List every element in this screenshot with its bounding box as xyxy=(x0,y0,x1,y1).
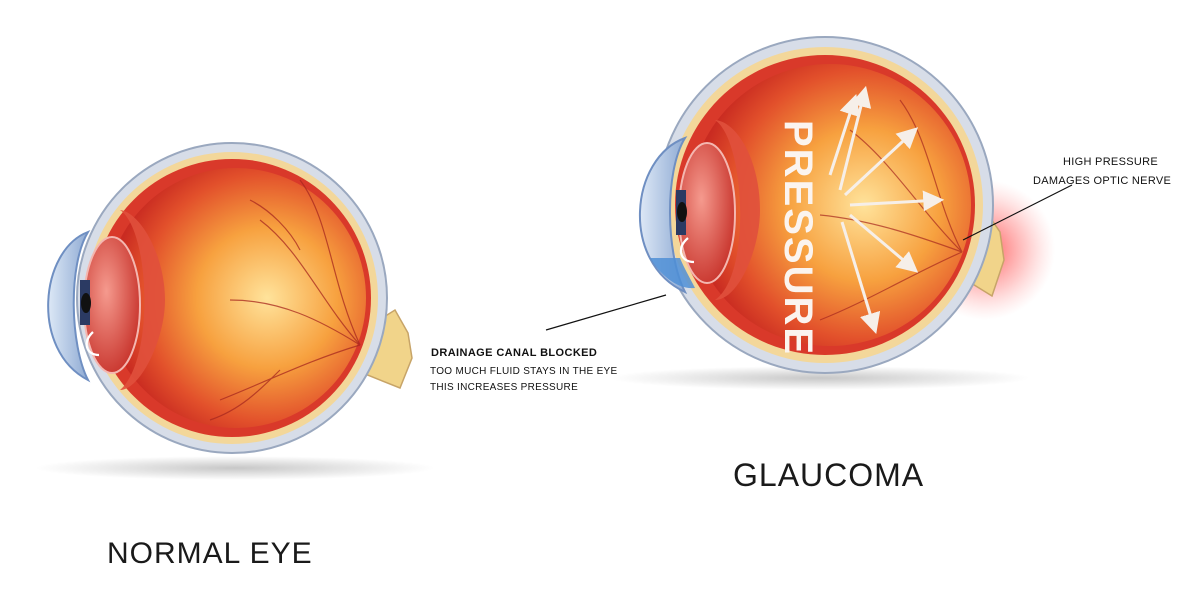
drainage-description-line-1: TOO MUCH FLUID STAYS IN THE EYE xyxy=(430,366,618,377)
pressure-arrow xyxy=(849,190,945,212)
normal-ciliary-body xyxy=(120,210,165,390)
glaucoma-eye-shadow xyxy=(610,366,1030,390)
normal-fluid-arrow xyxy=(85,331,100,357)
normal-vitreous xyxy=(106,168,366,428)
optic-nerve-callout-line xyxy=(962,184,1073,241)
glaucoma-title: GLAUCOMA xyxy=(733,457,925,493)
glaucoma-eye: PRESSURE xyxy=(610,36,1055,390)
normal-pupil xyxy=(81,293,91,313)
normal-eye xyxy=(35,142,435,480)
pressure-arrow xyxy=(843,127,919,197)
pressure-arrow xyxy=(838,85,872,191)
normal-eye-title: NORMAL EYE xyxy=(107,537,313,570)
high-pressure-label-line-1: HIGH PRESSURE xyxy=(1063,156,1158,168)
drainage-description-line-2: THIS INCREASES PRESSURE xyxy=(430,382,579,393)
drainage-callout-line xyxy=(545,294,667,331)
normal-blood-vessels xyxy=(209,179,361,421)
high-pressure-label-line-2: DAMAGES OPTIC NERVE xyxy=(1033,175,1172,187)
pressure-arrow xyxy=(849,213,919,273)
blocked-drainage-canal xyxy=(650,258,695,289)
glaucoma-blood-vessels xyxy=(819,99,963,321)
normal-eye-shadow xyxy=(35,456,435,480)
normal-cornea xyxy=(47,230,91,383)
pressure-arrows xyxy=(828,85,945,335)
pressure-arrow xyxy=(828,94,860,176)
glaucoma-cornea xyxy=(639,136,688,295)
drainage-canal-title: DRAINAGE CANAL BLOCKED xyxy=(431,347,598,359)
pressure-arrow xyxy=(840,221,881,335)
glaucoma-pupil xyxy=(677,202,687,222)
glaucoma-fluid-arrow xyxy=(679,237,695,264)
pressure-word: PRESSURE xyxy=(776,120,820,356)
glaucoma-ciliary-body xyxy=(715,120,760,300)
